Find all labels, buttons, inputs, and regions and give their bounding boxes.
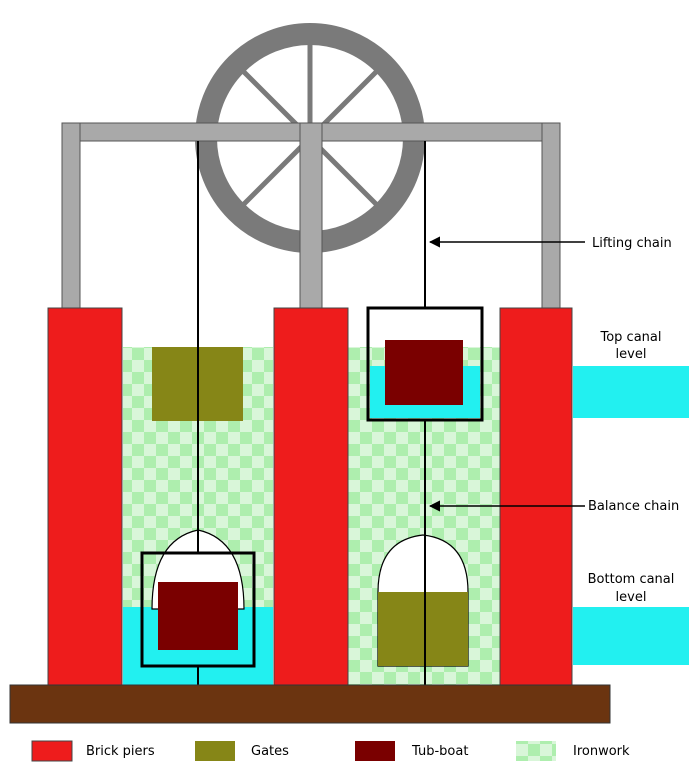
legend-swatch-gates [195,741,235,761]
gate-lower-right [378,592,468,666]
balance-chain-label: Balance chain [588,499,679,514]
bottom-canal-label-line1: Bottom canal [588,572,675,587]
legend-swatch-tub-boat [355,741,395,761]
bottom-canal-water [573,607,689,665]
top-canal-label-line1: Top canal [599,330,661,345]
balance-weight-arch [377,534,469,667]
top-canal-label-line2: level [616,347,647,362]
lifting-chain-label: Lifting chain [592,236,672,251]
caisson-upper-right [366,306,484,422]
brick-pier-middle [273,307,349,687]
bottom-canal-label-line2: level [616,590,647,605]
top-canal-water [573,366,689,418]
legend-label-gates: Gates [251,744,289,759]
ground-base [9,684,611,724]
brick-piers [47,307,573,687]
legend-swatch-brick-piers [31,740,73,762]
legend: Brick piers Gates Tub-boat Ironwork [31,740,630,762]
tub-boat-upper [385,340,463,405]
legend-label-tub-boat: Tub-boat [411,744,468,759]
tub-boat-lower [158,582,238,650]
chains [197,141,426,685]
legend-label-ironwork: Ironwork [573,744,630,759]
brick-pier-right [499,307,573,687]
brick-pier-left [47,307,123,687]
legend-label-brick-piers: Brick piers [86,744,155,759]
caisson-lower-left [140,529,256,668]
gantry-frame [61,122,561,314]
legend-swatch-ironwork [516,741,556,761]
